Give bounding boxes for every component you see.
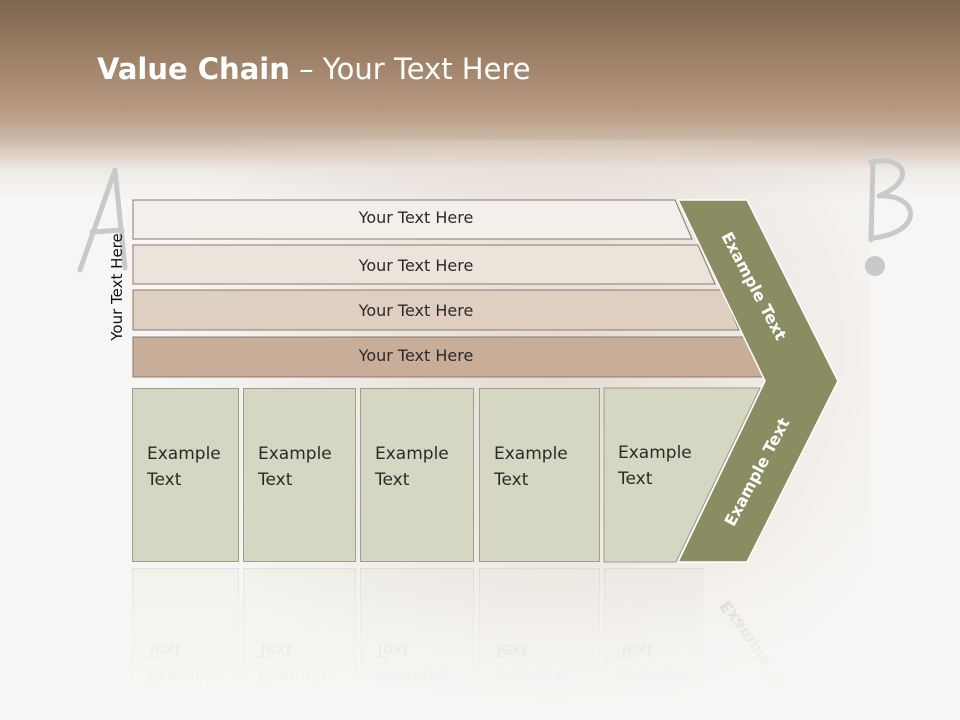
- title-bold: Value Chain: [97, 52, 290, 86]
- activity-box-1: Example Text: [132, 388, 239, 562]
- bar-2-shape: [132, 244, 716, 285]
- hand-drawn-letter-b-icon: [865, 158, 913, 276]
- bar-3-shape: [132, 289, 740, 331]
- activity-box-4-label: Example Text: [494, 444, 568, 490]
- bottom-fade: [0, 560, 960, 720]
- page-title: Value Chain – Your Text Here: [97, 52, 531, 86]
- activity-box-4: Example Text: [479, 388, 600, 562]
- bar-1-shape: [132, 199, 693, 240]
- hand-drawn-letter-a-icon: [77, 167, 128, 273]
- bar-4-shape: [132, 336, 765, 378]
- activity-box-3-label: Example Text: [375, 444, 449, 490]
- title-rest: – Your Text Here: [289, 52, 531, 86]
- activity-box-3: Example Text: [360, 388, 474, 562]
- activity-box-2-label: Example Text: [258, 444, 332, 490]
- activity-box-2: Example Text: [243, 388, 356, 562]
- activity-box-1-label: Example Text: [147, 444, 221, 490]
